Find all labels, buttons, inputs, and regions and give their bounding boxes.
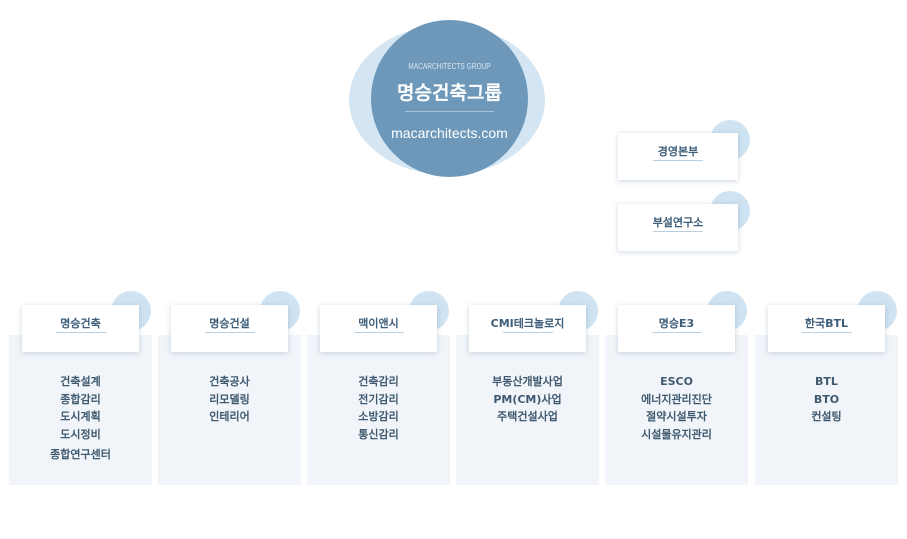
label-underline — [651, 332, 702, 333]
list-item: 종합감리 — [60, 392, 101, 406]
unit-label: 부설연구소 — [652, 216, 704, 229]
list-item: 도시정비 — [60, 427, 101, 441]
company-card-mac-enc[interactable]: 맥이앤시 — [320, 305, 437, 352]
list-item: BTO — [813, 392, 840, 406]
company-card-myungseung-construction[interactable]: 명승건설 — [171, 305, 288, 352]
unit-label: 경영본부 — [657, 145, 699, 158]
company-name: 한국BTL — [804, 317, 849, 330]
emblem-divider — [405, 111, 494, 112]
group-name: 명승건축그룹 — [397, 82, 502, 104]
company-panel — [605, 335, 748, 485]
label-underline — [502, 332, 553, 333]
unit-card-management[interactable]: 경영본부 — [618, 133, 738, 180]
list-item: 주택건설사업 — [497, 410, 558, 423]
list-item: BTL — [815, 375, 838, 388]
company-card-cmi-tech[interactable]: CMI테크놀로지 — [469, 305, 586, 352]
company-panel — [9, 335, 152, 485]
unit-card-research[interactable]: 부설연구소 — [618, 204, 738, 251]
company-card-korea-btl[interactable]: 한국BTL — [768, 305, 885, 352]
list-item: 리모델링 — [209, 392, 250, 406]
label-underline — [353, 332, 404, 333]
list-item: 시설물유지관리 — [641, 427, 712, 441]
company-items: 건축감리 전기감리 소방감리 통신감리 — [307, 373, 450, 443]
company-name: 명승건축 — [60, 317, 101, 330]
company-name: 맥이앤시 — [358, 317, 399, 330]
company-card-myungseung-e3[interactable]: 명승E3 — [618, 305, 735, 352]
list-item: 절약시설투자 — [646, 410, 707, 423]
list-item: 컨설팅 — [811, 410, 842, 423]
company-items: 건축공사 리모델링 인테리어 — [158, 373, 301, 426]
list-item: ESCO — [660, 375, 693, 388]
company-panel — [307, 335, 450, 485]
list-item: 종합연구센터 — [50, 448, 111, 461]
company-items: 건축설계 종합감리 도시계획 도시정비 종합연구센터 — [9, 373, 152, 464]
list-item: 에너지관리진단 — [641, 392, 712, 406]
group-emblem: MACARCHITECTS GROUP 명승건축그룹 macarchitects… — [371, 20, 528, 177]
label-underline — [653, 231, 703, 232]
label-underline — [55, 332, 106, 333]
label-underline — [653, 160, 703, 161]
list-item: 건축공사 — [209, 375, 250, 388]
company-panel — [158, 335, 301, 485]
list-item: 전기감리 — [358, 392, 399, 406]
company-name: 명승건설 — [209, 317, 250, 330]
label-underline — [801, 332, 852, 333]
company-name: CMI테크놀로지 — [490, 317, 565, 330]
company-items: 부동산개발사업 PM(CM)사업 주택건설사업 — [456, 373, 599, 426]
group-url[interactable]: macarchitects.com — [391, 125, 508, 141]
list-item: 소방감리 — [358, 410, 399, 423]
label-underline — [204, 332, 255, 333]
company-panel — [755, 335, 898, 485]
company-name: 명승E3 — [658, 317, 695, 330]
list-item: 도시계획 — [60, 410, 101, 423]
list-item: 통신감리 — [358, 427, 399, 441]
list-item: 건축설계 — [60, 375, 101, 388]
company-items: BTL BTO 컨설팅 — [755, 373, 898, 426]
list-item: 인테리어 — [209, 410, 250, 423]
group-subtitle: MACARCHITECTS GROUP — [408, 62, 491, 71]
list-item: 건축감리 — [358, 375, 399, 388]
list-item: 부동산개발사업 — [492, 375, 563, 388]
company-panel — [456, 335, 599, 485]
company-card-myungseung-arch[interactable]: 명승건축 — [22, 305, 139, 352]
company-items: ESCO 에너지관리진단 절약시설투자 시설물유지관리 — [605, 373, 748, 443]
list-item: PM(CM)사업 — [493, 392, 562, 406]
